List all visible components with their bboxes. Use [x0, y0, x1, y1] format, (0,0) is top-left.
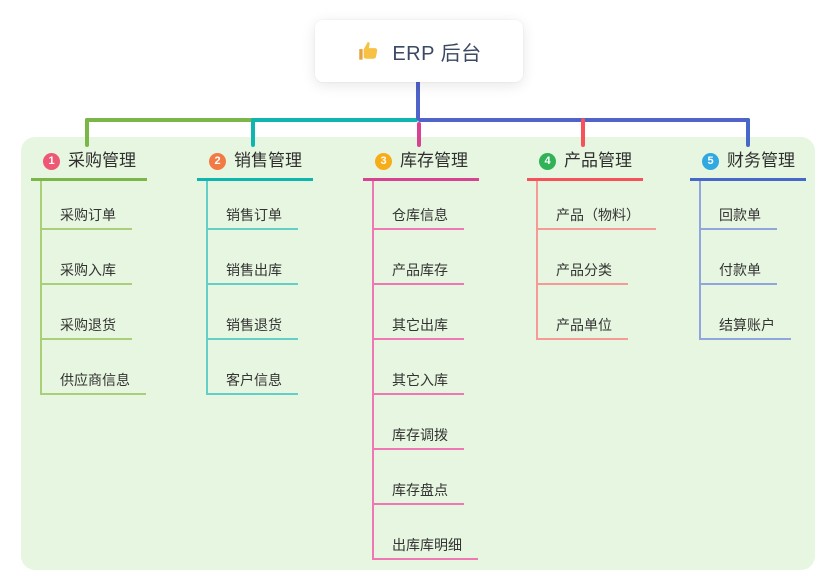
child-node[interactable]: 销售退货 [208, 285, 298, 340]
branches-panel [21, 137, 815, 570]
child-node[interactable]: 库存调拨 [374, 395, 464, 450]
branch-title[interactable]: 1 采购管理 [31, 150, 147, 181]
child-node[interactable]: 采购入库 [42, 230, 132, 285]
branch-index-badge: 5 [702, 152, 719, 170]
branch-label: 产品管理 [564, 151, 632, 170]
branch-label: 销售管理 [234, 151, 302, 170]
child-node[interactable]: 产品库存 [374, 230, 464, 285]
child-node[interactable]: 供应商信息 [42, 340, 146, 395]
branch-index-badge: 2 [209, 152, 226, 170]
branch-5: 5 财务管理 回款单付款单结算账户 [690, 150, 806, 340]
branch-children: 采购订单采购入库采购退货供应商信息 [40, 181, 146, 395]
branch-children: 销售订单销售出库销售退货客户信息 [206, 181, 298, 395]
drop-line-sales [251, 118, 255, 147]
root-node[interactable]: ERP 后台 [315, 20, 523, 82]
child-node[interactable]: 产品分类 [538, 230, 628, 285]
branch-index-badge: 1 [43, 152, 60, 170]
branch-index-badge: 3 [375, 152, 392, 170]
drop-line-finance [746, 118, 750, 147]
child-node[interactable]: 其它出库 [374, 285, 464, 340]
branch-1: 1 采购管理 采购订单采购入库采购退货供应商信息 [31, 150, 147, 395]
branch-children: 产品（物料）产品分类产品单位 [536, 181, 656, 340]
branch-2: 2 销售管理 销售订单销售出库销售退货客户信息 [197, 150, 313, 395]
branch-children: 回款单付款单结算账户 [699, 181, 791, 340]
child-node[interactable]: 客户信息 [208, 340, 298, 395]
child-node[interactable]: 产品（物料） [538, 181, 656, 230]
child-node[interactable]: 销售出库 [208, 230, 298, 285]
child-node[interactable]: 出库库明细 [374, 505, 478, 560]
branch-title[interactable]: 4 产品管理 [527, 150, 643, 181]
branch-index-badge: 4 [539, 152, 556, 170]
thumbs-up-icon [356, 38, 382, 64]
root-stem-line [416, 80, 420, 120]
drop-line-purchase [85, 118, 89, 147]
branch-label: 库存管理 [400, 151, 468, 170]
branch-children: 仓库信息产品库存其它出库其它入库库存调拨库存盘点出库库明细 [372, 181, 478, 560]
child-node[interactable]: 仓库信息 [374, 181, 464, 230]
branch-3: 3 库存管理 仓库信息产品库存其它出库其它入库库存调拨库存盘点出库库明细 [363, 150, 479, 560]
branch-title[interactable]: 5 财务管理 [690, 150, 806, 181]
bus-segment-sales [251, 118, 418, 122]
branch-4: 4 产品管理 产品（物料）产品分类产品单位 [527, 150, 656, 340]
child-node[interactable]: 其它入库 [374, 340, 464, 395]
branch-label: 财务管理 [727, 151, 795, 170]
child-node[interactable]: 结算账户 [701, 285, 791, 340]
child-node[interactable]: 库存盘点 [374, 450, 464, 505]
child-node[interactable]: 产品单位 [538, 285, 628, 340]
child-node[interactable]: 采购退货 [42, 285, 132, 340]
drop-line-product [581, 118, 585, 147]
branch-label: 采购管理 [68, 151, 136, 170]
child-node[interactable]: 销售订单 [208, 181, 298, 230]
branch-title[interactable]: 2 销售管理 [197, 150, 313, 181]
child-node[interactable]: 采购订单 [42, 181, 132, 230]
child-node[interactable]: 付款单 [701, 230, 777, 285]
drop-line-inventory [417, 122, 421, 147]
child-node[interactable]: 回款单 [701, 181, 777, 230]
root-title: ERP 后台 [392, 42, 482, 65]
bus-segment-purchase [85, 118, 253, 122]
branch-title[interactable]: 3 库存管理 [363, 150, 479, 181]
